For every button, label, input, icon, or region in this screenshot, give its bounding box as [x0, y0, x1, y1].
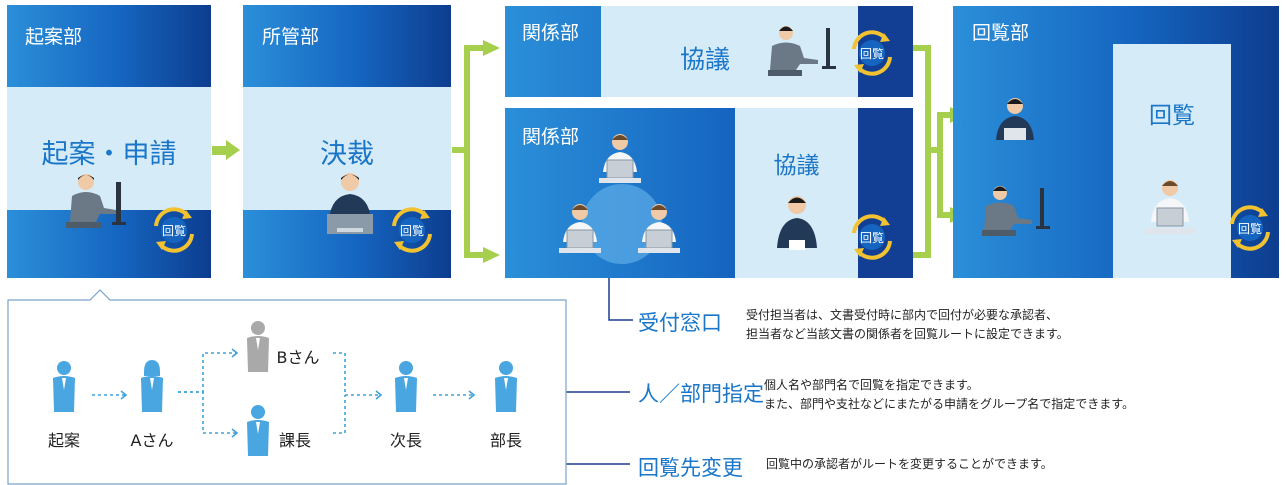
kairan-badge-label: 回覧 — [859, 231, 884, 245]
callout-henko-label: 回覧先変更 — [638, 456, 743, 480]
person-icon — [141, 360, 163, 412]
kairan-badge-label: 回覧 — [399, 224, 424, 238]
panel-kankei-bottom-title: 関係部 — [522, 126, 580, 148]
panel-kairan-action: 回覧 — [1149, 103, 1195, 129]
panel-shokan-action: 決裁 — [320, 139, 374, 170]
callout-uketsuke-desc-2: 担当者など当該文書の関係者を回覧ルートに設定できます。 — [746, 327, 1069, 341]
callout-uketsuke-label: 受付窓口 — [638, 311, 722, 335]
panel-kankei-top-body — [601, 6, 858, 97]
person-icon — [53, 361, 75, 412]
callout-uketsuke-desc-1: 受付担当者は、文書受付時に部内で回付が必要な承認者、 — [746, 308, 1059, 322]
worker-icon — [777, 196, 817, 250]
panel-kankei-top-action: 協議 — [679, 45, 730, 74]
refresh-cycle-icon — [392, 207, 432, 253]
kairan-badge: 回覧 — [150, 206, 198, 254]
person-label-b: Bさん — [276, 348, 320, 367]
kairan-badge: 回覧 — [1226, 204, 1274, 252]
callout-hito-label: 人／部門指定 — [638, 382, 764, 406]
panel-kian-action: 起案・申請 — [41, 139, 177, 170]
callout-hito-desc-1: 個人名や部門名で回覧を指定できます。 — [764, 378, 979, 392]
panel-shokan-title: 所管部 — [262, 26, 320, 48]
person-icon — [395, 361, 417, 412]
refresh-cycle-icon — [852, 214, 892, 260]
person-label-a: Aさん — [130, 431, 174, 450]
worker-icon — [327, 173, 373, 234]
person-label-kian: 起案 — [47, 431, 80, 450]
worker-icon — [559, 204, 601, 253]
refresh-cycle-icon — [1230, 205, 1270, 251]
kairan-badge-label: 回覧 — [1237, 222, 1262, 236]
person-label-kacho: 課長 — [278, 431, 311, 450]
person-icon — [247, 405, 269, 456]
kairan-badge-label: 回覧 — [859, 47, 884, 61]
worker-icon — [638, 204, 680, 253]
person-label-bucho: 部長 — [489, 431, 522, 450]
refresh-cycle-icon — [154, 207, 194, 253]
panel-kairan-title: 回覧部 — [972, 22, 1030, 44]
kairan-badge: 回覧 — [848, 213, 896, 261]
worker-icon — [599, 134, 641, 183]
panel-kairan-body — [1113, 44, 1231, 278]
person-icon — [495, 361, 517, 412]
worker-icon — [1145, 180, 1195, 234]
person-label-jicho: 次長 — [389, 431, 422, 450]
kairan-badge: 回覧 — [848, 29, 896, 77]
panel-kian-body — [7, 87, 211, 210]
person-icon-selected — [247, 321, 269, 372]
group-circle — [582, 184, 662, 264]
callout-hito-desc-2: また、部門や支社などにまたがる申請をグループ名で指定できます。 — [764, 397, 1135, 411]
kairan-badge-label: 回覧 — [161, 224, 186, 238]
worker-icon — [66, 174, 126, 228]
panel-kankei-top-title: 関係部 — [522, 22, 580, 44]
worker-icon — [982, 186, 1050, 236]
worker-icon — [996, 98, 1034, 140]
worker-icon — [768, 26, 836, 76]
kairan-badge: 回覧 — [388, 206, 436, 254]
panel-kian-title: 起案部 — [25, 26, 83, 48]
callout-henko-desc-1: 回覧中の承認者がルートを変更することができます。 — [766, 457, 1053, 471]
refresh-cycle-icon — [852, 30, 892, 76]
panel-kankei-bottom-action: 協議 — [773, 153, 820, 179]
